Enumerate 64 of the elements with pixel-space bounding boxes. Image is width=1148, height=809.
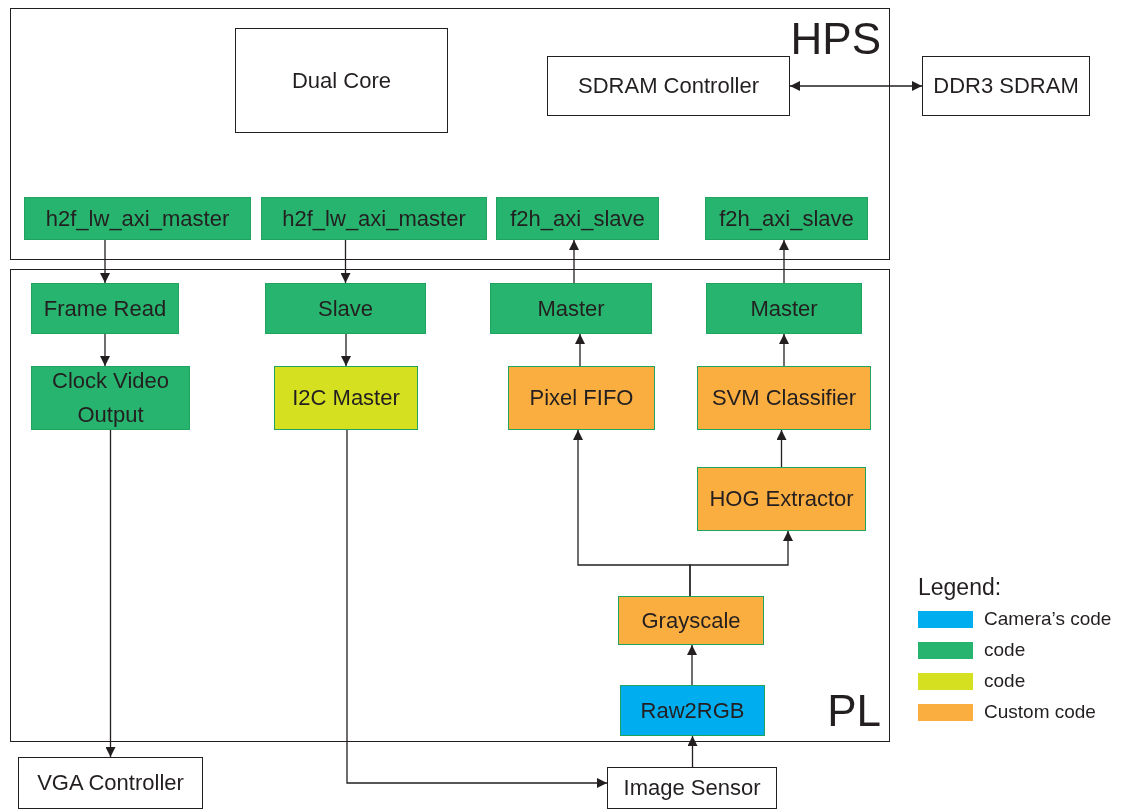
connector-arrow xyxy=(100,333,110,367)
block-label: Slave xyxy=(317,294,373,323)
connector-arrow xyxy=(569,239,579,284)
connector-arrow xyxy=(779,333,789,367)
legend-label: code xyxy=(984,638,1026,663)
block-label: HOG Extractor xyxy=(709,485,854,513)
block-box xyxy=(618,596,764,645)
block-label: I2C Master xyxy=(292,384,400,412)
block-label: f2h_axi_slave xyxy=(719,204,854,233)
block-label: SVM Classifier xyxy=(711,384,857,412)
block-label: Raw2RGB xyxy=(640,696,745,725)
block-box xyxy=(922,56,1090,116)
block-box xyxy=(235,28,448,133)
block-label: Frame Read xyxy=(43,294,167,323)
connector-arrow xyxy=(105,429,116,758)
block-box xyxy=(607,767,777,809)
block-box xyxy=(261,197,487,240)
connector-arrow xyxy=(100,239,110,284)
connector-arrow xyxy=(340,239,351,284)
block-box xyxy=(265,283,426,334)
block-box xyxy=(706,283,862,334)
connector-arrow xyxy=(776,429,787,468)
region-title: PL xyxy=(827,689,881,733)
block-label: Grayscale xyxy=(641,606,741,635)
legend-label: code xyxy=(984,669,1026,694)
connector-arrow xyxy=(689,530,793,597)
block-box xyxy=(490,283,652,334)
block-label: Pixel FIFO xyxy=(529,384,634,412)
block-label: Master xyxy=(750,294,818,323)
block-box xyxy=(496,197,659,240)
legend-label: Custom code xyxy=(984,700,1096,725)
block-label: Clock Video Output xyxy=(51,367,170,429)
block-label: Dual Core xyxy=(291,66,391,95)
region-title: HPS xyxy=(790,17,881,61)
block-box xyxy=(274,366,418,430)
connector-arrow xyxy=(779,239,789,284)
region-box xyxy=(10,8,890,260)
block-label: h2f_lw_axi_master xyxy=(45,204,230,233)
legend-title: Legend: xyxy=(918,573,1003,602)
block-box xyxy=(697,366,871,430)
block-label: DDR3 SDRAM xyxy=(933,72,1079,100)
block-box xyxy=(31,366,190,430)
connector-arrow xyxy=(341,333,351,367)
connector-arrow xyxy=(789,81,923,91)
block-label: Image Sensor xyxy=(623,774,761,802)
block-box xyxy=(547,56,790,116)
connector-arrow xyxy=(687,644,697,686)
block-label: Master xyxy=(537,294,605,323)
block-label: h2f_lw_axi_master xyxy=(282,204,466,233)
block-box xyxy=(31,283,179,334)
block-label: SDRAM Controller xyxy=(578,72,759,100)
block-box xyxy=(18,757,203,809)
block-box xyxy=(705,197,868,240)
region-box xyxy=(10,269,890,742)
connector-arrow xyxy=(575,333,585,367)
block-box xyxy=(508,366,655,430)
block-label: f2h_axi_slave xyxy=(510,204,645,233)
block-box xyxy=(24,197,251,240)
legend-label: Camera’s code xyxy=(984,607,1112,632)
connector-arrow xyxy=(346,429,608,788)
block-box xyxy=(697,467,866,531)
block-label: VGA Controller xyxy=(37,769,184,797)
connector-arrow xyxy=(687,735,698,768)
block-box xyxy=(620,685,765,736)
